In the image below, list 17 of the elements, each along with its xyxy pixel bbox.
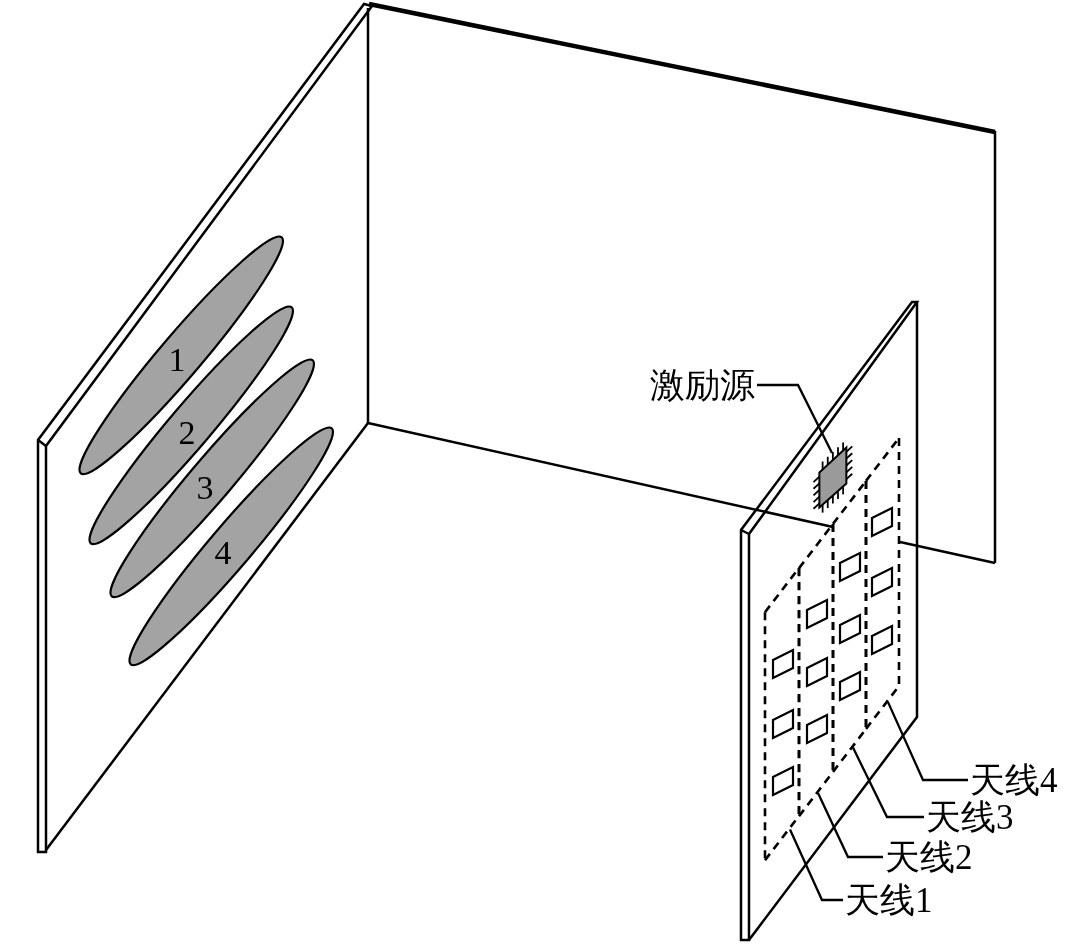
callout-label: 天线4 — [970, 762, 1058, 798]
callout-label: 激励源 — [650, 367, 755, 403]
leader-line — [788, 829, 843, 902]
chip-icon — [811, 440, 854, 514]
number-label: 4 — [214, 536, 232, 570]
ellipse-spot — [76, 233, 286, 477]
number-label: 1 — [168, 343, 186, 377]
leader-line — [757, 383, 834, 454]
callout-label: 天线3 — [926, 799, 1014, 835]
number-label: 2 — [178, 416, 196, 450]
number-label: 3 — [196, 471, 214, 505]
leader-line — [851, 747, 924, 819]
leader-line — [886, 701, 968, 782]
callout-label: 天线1 — [845, 882, 933, 918]
ellipse-spot — [126, 424, 336, 668]
leader-line — [816, 792, 883, 859]
callout-label: 天线2 — [885, 839, 973, 875]
